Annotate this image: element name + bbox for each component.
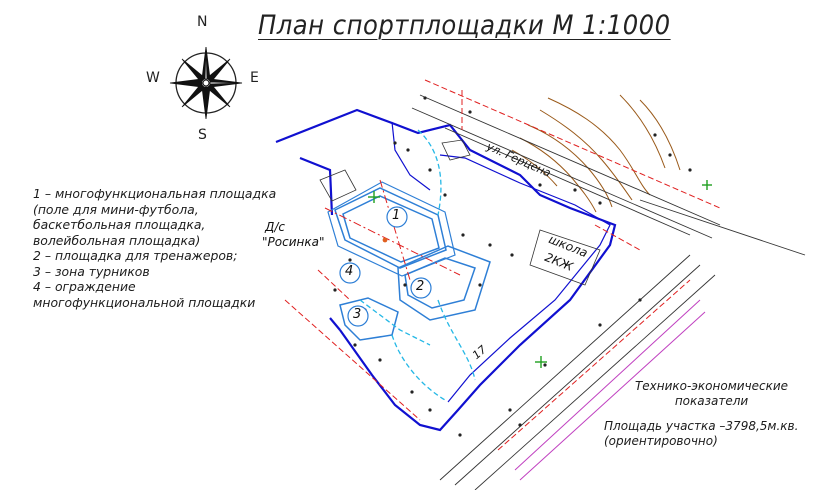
legend-line: (поле для мини-футбола,: [33, 201, 199, 217]
legend-line: многофункциональной площадки: [33, 294, 256, 310]
zone-4-label: 4: [345, 264, 354, 279]
legend-line: волейбольная площадка): [33, 232, 201, 248]
page-title: План спортплощадки М 1:1000: [258, 10, 671, 41]
school-plot-outline: [391, 121, 611, 403]
legend-line: 4 – ограждение: [33, 279, 136, 294]
legend: 1 – многофункциональная площадка (поле д…: [33, 186, 277, 310]
kindergarten-type-label: Д/с: [265, 220, 286, 234]
compass-east-label: E: [250, 70, 259, 86]
zone-2-gym: [397, 245, 491, 321]
legend-line: баскетбольная площадка,: [33, 217, 206, 232]
tep-area: Площадь участка –3798,5м.кв.: [604, 419, 799, 433]
legend-line: 2 – площадка для тренажеров;: [33, 248, 238, 263]
compass-rose-icon: [169, 46, 243, 120]
zone-markers: [339, 206, 432, 327]
survey-markers: [333, 96, 692, 437]
compass-south-label: S: [198, 127, 207, 143]
zone-2-label: 2: [416, 279, 425, 294]
technical-economic-indicators: Технико-экономические показатели Площадь…: [604, 379, 819, 449]
tep-note: (ориентировочно): [604, 434, 718, 448]
reference-cross-icon: [368, 180, 712, 368]
walkways: [359, 129, 476, 401]
legend-line: 3 – зона турников: [33, 263, 150, 279]
tep-heading: Технико-экономические: [634, 379, 789, 393]
zone-3-label: 3: [353, 307, 362, 322]
terrain-contours: [511, 94, 681, 213]
kindergarten-name-label: "Росинка": [262, 235, 325, 249]
field-axis: [324, 179, 461, 281]
tep-subheading: показатели: [674, 394, 749, 408]
street-lines: [411, 94, 806, 490]
zone-1-label: 1: [392, 208, 401, 223]
zone-1-field: [334, 187, 447, 269]
legend-line: 1 – многофункциональная площадка: [33, 186, 277, 201]
zone-4-fence: [327, 181, 456, 277]
building-outlines: [319, 139, 601, 286]
compass-west-label: W: [146, 70, 160, 86]
compass-north-label: N: [197, 14, 208, 30]
utility-lines-magenta: [514, 299, 706, 481]
utility-lines-red: [284, 79, 721, 451]
